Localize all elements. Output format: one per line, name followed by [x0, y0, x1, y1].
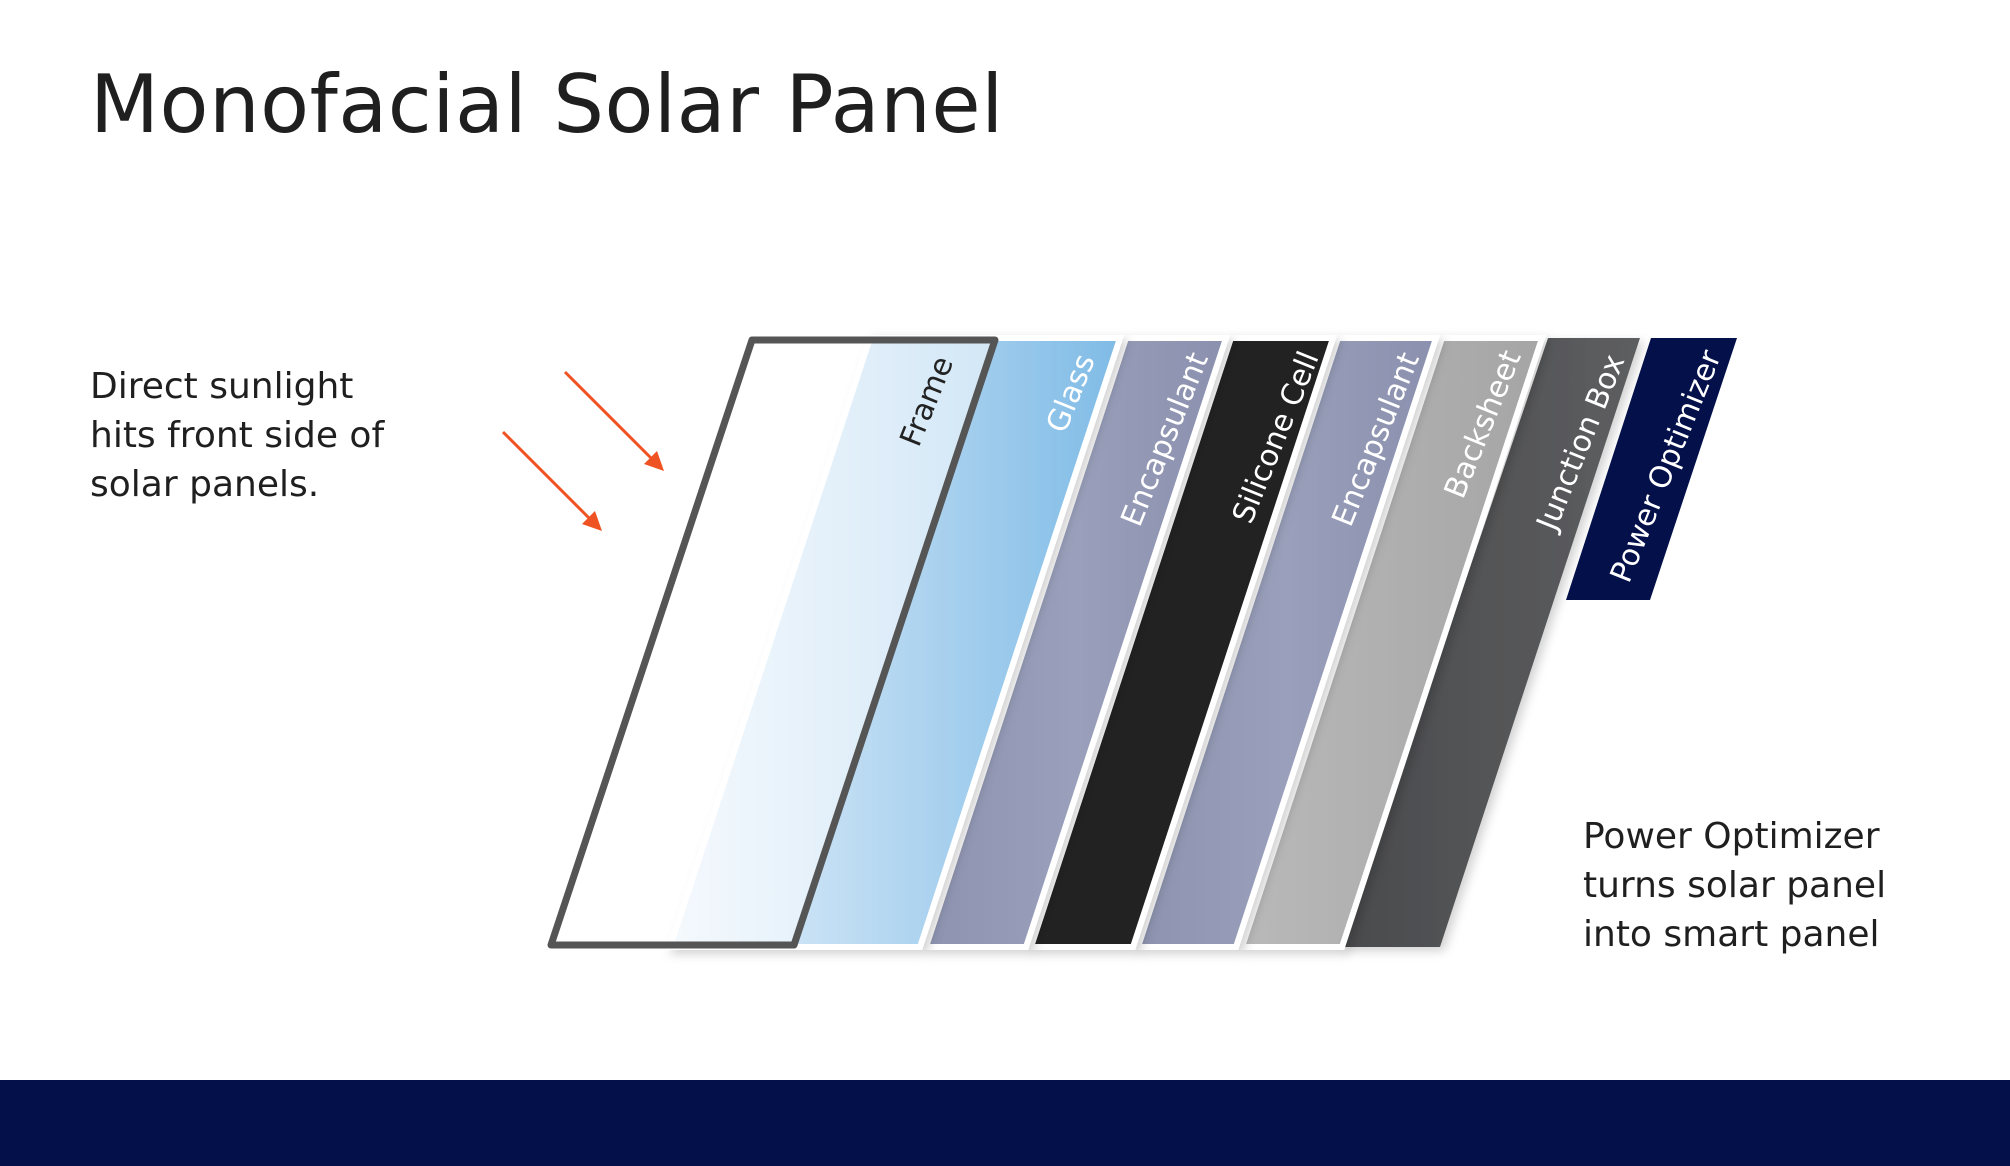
solar-panel-layer-diagram: Frame Glass Encapsulant Silicone Cell En… [501, 335, 1737, 950]
optimizer-note-line: turns solar panel [1583, 865, 1887, 906]
optimizer-note: Power Optimizer turns solar panel into s… [1583, 812, 1963, 959]
sunlight-arrow-icon [563, 370, 664, 471]
page-title: Monofacial Solar Panel [90, 58, 1004, 151]
encapsulant-layer-1 [921, 335, 1231, 950]
frame-layer [547, 336, 999, 949]
sunlight-note-line: hits front side of [90, 415, 385, 456]
power-optimizer-layer [1566, 338, 1737, 600]
silicone-cell-layer [1026, 335, 1338, 950]
encapsulant-layer-2 [1133, 335, 1441, 950]
sunlight-note-line: Direct sunlight [90, 366, 354, 407]
optimizer-note-line: Power Optimizer [1583, 816, 1880, 857]
footer-bar [0, 1080, 2010, 1166]
sunlight-note-line: solar panels. [90, 464, 320, 505]
sunlight-note: Direct sunlight hits front side of solar… [90, 362, 450, 509]
backsheet-layer [1237, 335, 1547, 950]
junction-box-layer [1341, 338, 1640, 947]
optimizer-note-line: into smart panel [1583, 914, 1880, 955]
sunlight-arrow-icon [501, 430, 602, 531]
